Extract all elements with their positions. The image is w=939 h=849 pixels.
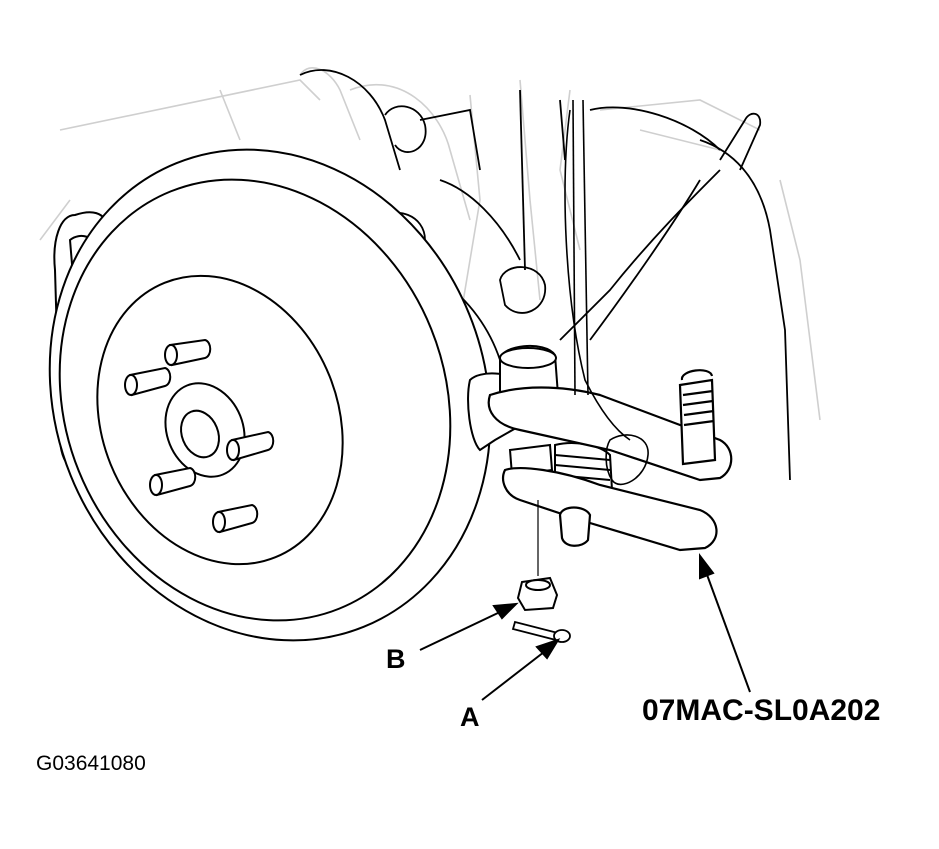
wheel-studs xyxy=(124,338,275,534)
callout-label-b: B xyxy=(386,644,406,674)
callout-label-a: A xyxy=(460,702,480,732)
leader-arrows xyxy=(419,553,751,701)
castle-nut-b xyxy=(516,500,559,612)
figure-id: G03641080 xyxy=(36,752,146,775)
cotter-pin-a xyxy=(511,620,571,643)
lifting-chain xyxy=(564,99,649,486)
tool-part-number-label: 07MAC-SL0A202 xyxy=(642,694,881,727)
ball-joint-remover-tool xyxy=(487,369,733,552)
